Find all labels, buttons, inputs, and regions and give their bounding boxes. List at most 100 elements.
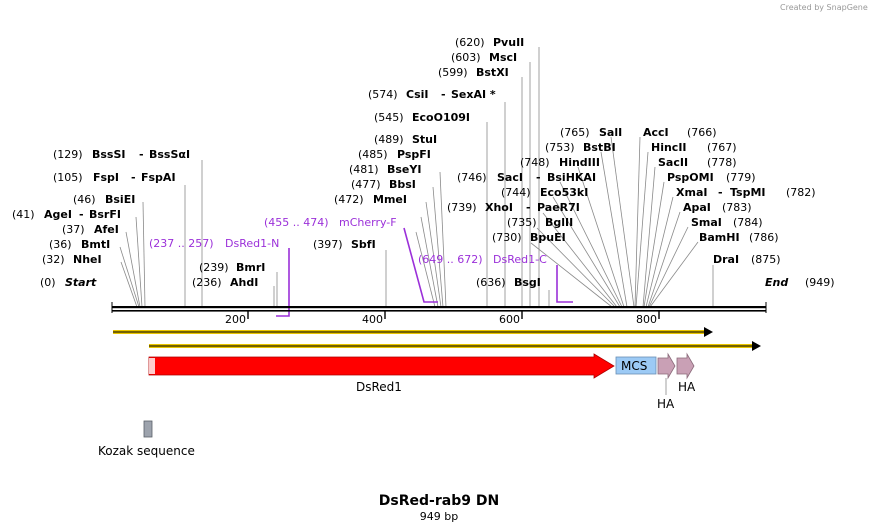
site-bsgi: BsgI (514, 276, 541, 289)
svg-text:-: - (441, 88, 446, 101)
primer-mcherryf: mCherry-F (339, 216, 397, 229)
site-agei: AgeI (44, 208, 72, 221)
mid-right-site-labels: (730) BpuEI (735) BglII (739) XhoI - Pae… (447, 126, 622, 244)
svg-text:-: - (526, 201, 531, 214)
site-saci: SacI (497, 171, 523, 184)
site-hincii-pos: (767) (707, 141, 737, 154)
site-saci-pos: (746) (457, 171, 487, 184)
site-bmri-pos: (239) (199, 261, 229, 274)
svg-text:-: - (718, 186, 723, 199)
site-connector-lines (119, 47, 714, 308)
site-fspi-pos: (105) (53, 171, 83, 184)
site-ecoo109i-pos: (545) (374, 111, 404, 124)
ha-label-1: HA (657, 397, 675, 411)
site-bsssi: BssSI (92, 148, 126, 161)
primer-labels: (237 .. 257) DsRed1-N (455 .. 474) mCher… (149, 216, 547, 266)
site-afei: AfeI (94, 223, 119, 236)
site-bsiei: BsiEI (105, 193, 135, 206)
ha-label-2: HA (678, 380, 696, 394)
primer-dsred1c: DsRed1-C (493, 253, 547, 266)
site-bstbi-pos: (753) (545, 141, 575, 154)
site-sali-pos: (765) (560, 126, 590, 139)
site-bpuei: BpuEI (530, 231, 566, 244)
site-ahdi: AhdI (230, 276, 258, 289)
mcs-label: MCS (621, 359, 647, 373)
dsred1-start-mark (149, 358, 155, 374)
site-smai: SmaI (691, 216, 722, 229)
dsred1-label: DsRed1 (356, 380, 402, 394)
ha-feature-2[interactable] (676, 352, 695, 380)
primer-dsred1n-range: (237 .. 257) (149, 237, 214, 250)
ruler-tick-200: 200 (225, 313, 246, 326)
site-sacii: SacII (658, 156, 688, 169)
site-nhei-pos: (32) (42, 253, 65, 266)
site-bpuei-pos: (730) (492, 231, 522, 244)
site-stui-pos: (489) (374, 133, 404, 146)
site-csii-pos: (574) (368, 88, 398, 101)
svg-text:-: - (131, 171, 136, 184)
orf-arrow-head-1 (704, 327, 713, 337)
site-bmri: BmrI (236, 261, 265, 274)
start-label: Start (65, 276, 97, 289)
site-xmai-pos: (782) (786, 186, 816, 199)
end-label: End (765, 276, 788, 289)
svg-text:-: - (79, 208, 84, 221)
site-acci: AccI (643, 126, 669, 139)
site-eco53ki: Eco53kI (540, 186, 588, 199)
kozak-feature[interactable] (143, 420, 153, 438)
mcs-feature[interactable] (615, 356, 657, 375)
site-xhoi: XhoI (485, 201, 513, 214)
svg-text:-: - (536, 171, 541, 184)
kozak-label: Kozak sequence (98, 444, 195, 458)
site-paer7i: PaeR7I (537, 201, 580, 214)
map-subtitle: 949 bp (420, 510, 458, 523)
primer-marks (276, 227, 573, 317)
ruler-tick-600: 600 (499, 313, 520, 326)
site-msci: MscI (489, 51, 517, 64)
site-bsihkai: BsiHKAI (547, 171, 596, 184)
site-bseyi: BseYI (387, 163, 421, 176)
site-bsrfi: BsrFI (89, 208, 121, 221)
site-pvuii: PvuII (493, 36, 524, 49)
site-bseyi-pos: (481) (349, 163, 379, 176)
site-sali: SalI (599, 126, 622, 139)
site-xhoi-pos: (739) (447, 201, 477, 214)
site-csii: CsiI (406, 88, 428, 101)
site-mmei: MmeI (373, 193, 407, 206)
sequence-backbone (111, 302, 767, 319)
site-bstxi: BstXI (476, 66, 509, 79)
site-bmti: BmtI (81, 238, 110, 251)
orf-arrows (113, 327, 761, 351)
ha-feature-1[interactable] (657, 352, 676, 380)
site-apai-pos: (783) (722, 201, 752, 214)
site-apai: ApaI (683, 201, 711, 214)
start-pos: (0) (40, 276, 56, 289)
site-bbsi: BbsI (389, 178, 416, 191)
ruler-tick-400: 400 (362, 313, 383, 326)
site-agei-pos: (41) (12, 208, 35, 221)
primer-mcherryf-range: (455 .. 474) (264, 216, 329, 229)
site-pspomi: PspOMI (667, 171, 714, 184)
primer-dsred1c-range: (649 .. 672) (418, 253, 483, 266)
site-bamhi: BamHI (699, 231, 740, 244)
site-sacii-pos: (778) (707, 156, 737, 169)
site-drai: DraI (713, 253, 739, 266)
site-sexai: SexAI * (451, 88, 496, 101)
site-ecoo109i: EcoO109I (412, 111, 470, 124)
site-stui: StuI (412, 133, 437, 146)
site-bglii: BglII (545, 216, 573, 229)
site-pspfi: PspFI (397, 148, 431, 161)
dsred1-feature[interactable] (148, 353, 615, 379)
center-site-labels: (397) SbfI (472) MmeI (477) BbsI (481) B… (313, 36, 541, 289)
snapgene-credit: Created by SnapGene (780, 3, 868, 12)
site-bmti-pos: (36) (49, 238, 72, 251)
left-site-labels: (32) NheI (36) BmtI (37) AfeI (41) AgeI … (12, 148, 265, 289)
site-bsgi-pos: (636) (476, 276, 506, 289)
map-title: DsRed-rab9 DN (379, 493, 499, 509)
site-smai-pos: (784) (733, 216, 763, 229)
primer-dsred1n: DsRed1-N (225, 237, 279, 250)
site-sbfi: SbfI (351, 238, 376, 251)
site-mmei-pos: (472) (334, 193, 364, 206)
site-hincii: HincII (651, 141, 687, 154)
site-bsssai: BssSαI (149, 148, 190, 161)
